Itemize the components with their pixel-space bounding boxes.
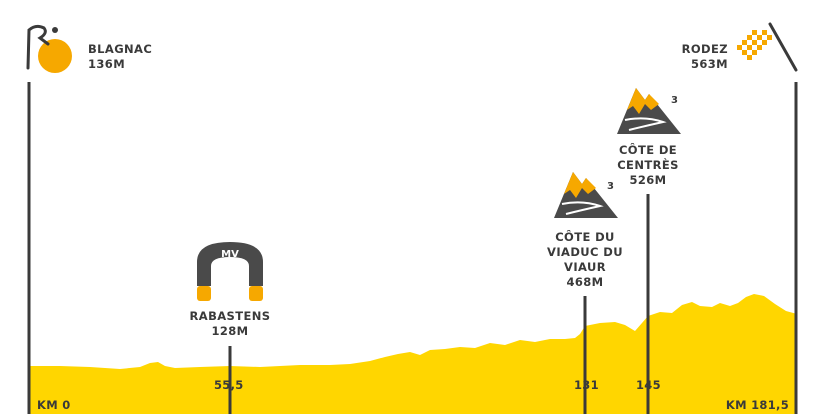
sprint-name: RABASTENS	[189, 309, 271, 323]
start-icon	[26, 24, 72, 73]
start-altitude: 136M	[88, 57, 126, 71]
climb2-altitude: 526M	[629, 173, 667, 187]
climb1-name-line: CÔTE DU	[555, 230, 615, 244]
intermediate-sprint-arch-icon: MV	[197, 242, 263, 301]
km-sprint: 55,5	[214, 378, 244, 392]
start-label: BLAGNAC 136M	[88, 42, 152, 72]
finish-name: RODEZ	[681, 42, 728, 56]
km-finish: KM 181,5	[725, 398, 789, 412]
km-start: KM 0	[37, 398, 71, 412]
climb1-category: 3	[607, 181, 614, 192]
finish-flag-icon	[737, 22, 798, 72]
km-band	[28, 374, 797, 414]
climb2-label: CÔTE DE CENTRÈS 526M	[595, 143, 701, 188]
km-climb2: 145	[636, 378, 661, 392]
climb2-name-line: CÔTE DE	[618, 143, 678, 157]
sprint-label: RABASTENS 128M	[180, 309, 280, 339]
finish-altitude: 563M	[690, 57, 728, 71]
start-name: BLAGNAC	[88, 42, 153, 56]
finish-label: RODEZ 563M	[682, 42, 728, 72]
sprint-badge-text: MV	[221, 249, 239, 260]
climb2-mountain-icon	[617, 88, 681, 134]
climb2-category: 3	[671, 95, 678, 106]
climb1-name-line: VIADUC DU	[547, 245, 623, 259]
climb1-mountain-icon	[554, 172, 618, 218]
climb1-name-line: VIAUR	[564, 260, 606, 274]
sprint-altitude: 128M	[211, 324, 249, 338]
climb1-altitude: 468M	[566, 275, 604, 289]
climb2-name-line: CENTRÈS	[617, 158, 679, 172]
climb1-label: CÔTE DU VIADUC DU VIAUR 468M	[530, 230, 640, 290]
km-climb1: 131	[574, 378, 599, 392]
